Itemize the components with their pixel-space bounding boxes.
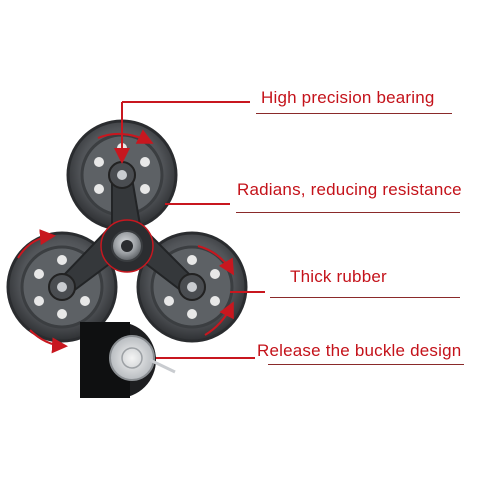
label-high-precision-bearing: High precision bearing <box>261 88 435 107</box>
buckle-inset <box>80 322 176 398</box>
label-thick-rubber: Thick rubber <box>290 267 387 286</box>
label-underline <box>270 297 460 298</box>
label-radians-reducing-resistance: Radians, reducing resistance <box>237 180 462 199</box>
annotation-lines <box>17 101 265 359</box>
label-underline <box>268 364 464 365</box>
label-underline <box>236 212 460 213</box>
bearing-hub-icon <box>100 219 154 273</box>
label-underline <box>256 113 452 114</box>
label-release-buckle-design: Release the buckle design <box>257 341 462 360</box>
